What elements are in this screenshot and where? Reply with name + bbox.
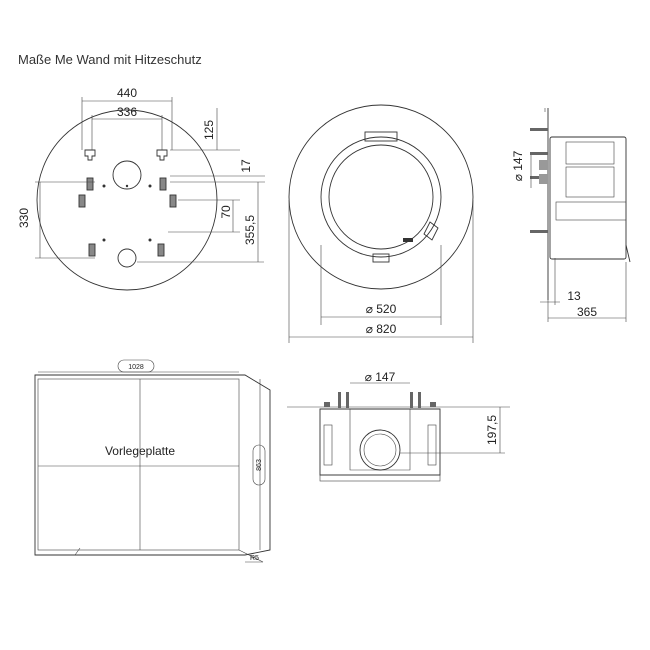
bottom-foot xyxy=(372,253,390,263)
outer-ring xyxy=(288,104,474,290)
mount-brackets xyxy=(78,149,177,257)
dim-440-label: 440 xyxy=(117,86,137,100)
dim-355-label: 355,5 xyxy=(243,215,257,245)
plate-height-tag xyxy=(252,444,266,486)
lower-panel xyxy=(555,201,627,221)
top-view: ⌀ 147 197,5 xyxy=(287,370,510,482)
plate-radius-label: R5 xyxy=(250,555,259,562)
plate-label: Vorlegeplatte xyxy=(105,444,175,458)
dim-side-pipe-label: ⌀ 147 xyxy=(511,150,525,181)
dim-70-label: 70 xyxy=(219,205,233,219)
front-view: ⌀ 520 ⌀ 820 xyxy=(288,104,474,343)
plate-outline xyxy=(34,374,271,556)
side-view: ⌀ 147 13 365 xyxy=(511,108,631,322)
wall-mount-view: 440 336 125 17 330 70 355,5 xyxy=(17,86,265,291)
door-handle xyxy=(423,221,439,241)
upper-panel xyxy=(565,141,615,165)
top-brackets xyxy=(324,392,436,408)
stove-body xyxy=(320,136,442,258)
plate-width-tag xyxy=(117,359,155,373)
top-outlet xyxy=(364,131,398,142)
plate-view: Vorlegeplatte 1028 863 R5 xyxy=(34,359,271,563)
dim-height-label: 197,5 xyxy=(485,415,499,445)
dim-330-label: 330 xyxy=(17,208,31,228)
plate-inner xyxy=(37,378,240,551)
dim-17-label: 17 xyxy=(239,159,253,173)
dim-520-label: ⌀ 520 xyxy=(366,302,397,316)
stove-window xyxy=(328,144,434,250)
stove-side-body xyxy=(549,136,627,260)
dim-336-label: 336 xyxy=(117,105,137,119)
side-brackets xyxy=(530,128,548,233)
plate-width-label: 1028 xyxy=(128,364,144,371)
base-strip xyxy=(319,474,441,482)
plate-height-label: 863 xyxy=(256,459,263,471)
middle-panel xyxy=(565,166,615,198)
dim-13-label: 13 xyxy=(567,289,581,303)
flue-opening xyxy=(112,160,142,190)
lower-opening xyxy=(117,248,137,268)
screw-dots xyxy=(102,184,152,242)
dim-365-label: 365 xyxy=(577,305,597,319)
dim-125-label: 125 xyxy=(202,120,216,140)
brand-badge xyxy=(403,238,413,242)
pipe-inner xyxy=(363,433,397,467)
dim-top-pipe-label: ⌀ 147 xyxy=(365,370,396,384)
dim-820-label: ⌀ 820 xyxy=(366,322,397,336)
stove-top-body xyxy=(319,408,441,476)
page-title: Maße Me Wand mit Hitzeschutz xyxy=(18,52,202,67)
pipe-outer xyxy=(359,429,401,471)
